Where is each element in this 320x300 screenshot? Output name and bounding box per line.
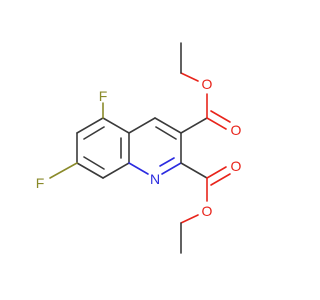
molecule-drawing: F F N O O O O [36, 42, 242, 254]
bond-c4-c3 [154, 117, 182, 134]
bond-c5-c6-inner [83, 126, 105, 140]
bond-c4-c3-inner [155, 126, 177, 140]
bond-c2-n1-inner [159, 157, 175, 167]
atom-oxygen-ether-upper: O [202, 76, 213, 92]
structure-canvas: F F N O O O O [36, 42, 242, 254]
atom-fluorine-7: F [36, 175, 45, 191]
bond-oether-ch2-lower [180, 214, 199, 224]
bond-c7-f [49, 162, 78, 179]
bond-c4a-c5 [102, 117, 130, 134]
bond-c2-carbonyl-lower [180, 162, 208, 179]
atom-oxygen-carbonyl-lower: O [231, 158, 242, 174]
bond-oether-ch2-upper [180, 72, 199, 82]
atom-oxygen-ether-lower: O [202, 203, 213, 219]
bond-n1-c8a [128, 162, 149, 175]
atom-fluorine-5: F [99, 88, 108, 104]
bond-carbonyl-o-lower-dbl [210, 173, 231, 186]
bond-c7-c8 [76, 162, 104, 179]
bond-c2-n1 [161, 162, 182, 175]
atom-oxygen-carbonyl-upper: O [231, 122, 242, 138]
bond-carbonyl-o-upper-dbl [210, 110, 231, 123]
bond-carbonyl-o-lower [206, 166, 227, 179]
bond-c4a-c4 [128, 117, 156, 134]
atom-nitrogen-1: N [150, 171, 160, 187]
bond-c8-c8a [102, 162, 130, 179]
bond-c3-carbonyl-upper [180, 117, 208, 134]
bond-carbonyl-o-upper [206, 117, 227, 130]
bond-c5-c6 [76, 117, 104, 134]
bond-c7-c8-inner [83, 156, 105, 170]
